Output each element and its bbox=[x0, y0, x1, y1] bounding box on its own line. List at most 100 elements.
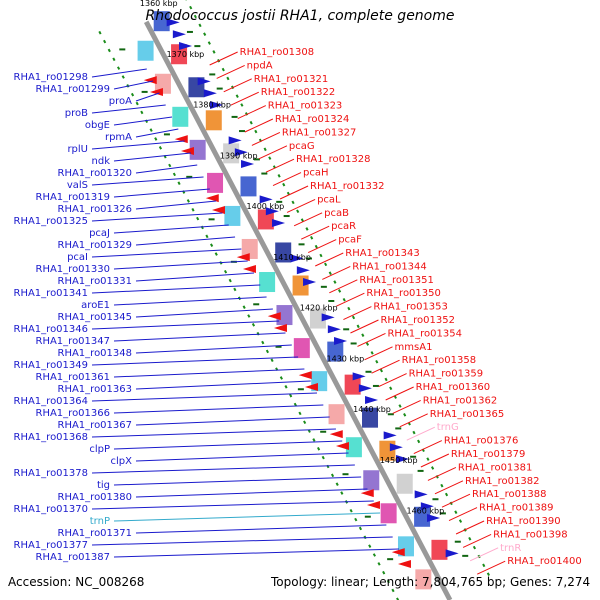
right-label-leader bbox=[272, 172, 302, 187]
left-gene-label: RHA1_ro01298 bbox=[14, 72, 89, 83]
gene-block bbox=[292, 275, 309, 296]
right-label-leader bbox=[371, 359, 400, 374]
reverse-gene-arrow bbox=[242, 264, 256, 273]
left-label-leader bbox=[135, 272, 254, 282]
left-label-leader bbox=[113, 152, 191, 162]
backbone-line bbox=[143, 20, 453, 600]
forward-gene-arrow bbox=[396, 455, 410, 464]
left-gene-label: RHA1_ro01320 bbox=[58, 168, 133, 179]
left-label-leader bbox=[135, 92, 160, 102]
right-label-leader bbox=[308, 239, 337, 254]
kbp-tick-label: 1370 kbp bbox=[167, 50, 205, 59]
forward-gene-arrow bbox=[358, 384, 372, 393]
left-label-leader bbox=[91, 320, 280, 330]
right-label-leader bbox=[286, 198, 316, 213]
right-label-leader bbox=[441, 493, 471, 508]
gene-block bbox=[257, 209, 274, 230]
left-gene-label: RHA1_ro01345 bbox=[58, 312, 133, 323]
right-gene-label: RHA1_ro01390 bbox=[486, 516, 561, 527]
reverse-gene-arrow bbox=[149, 87, 163, 96]
right-gene-label: RHA1_ro01382 bbox=[465, 476, 540, 487]
left-label-leader bbox=[113, 404, 324, 414]
right-label-leader bbox=[223, 78, 252, 93]
gc-dotted-line-left bbox=[185, 0, 492, 580]
left-gene-label: obgE bbox=[85, 120, 110, 131]
gene-block bbox=[172, 106, 189, 127]
gene-block bbox=[224, 205, 241, 226]
right-label-leader bbox=[216, 64, 245, 79]
forward-gene-arrow bbox=[352, 372, 366, 381]
left-gene-label: clpX bbox=[111, 456, 133, 467]
left-gene-label: rpmA bbox=[105, 132, 132, 143]
gc-skew-track bbox=[119, 30, 469, 561]
gene-features bbox=[137, 11, 459, 590]
forward-gene-arrow bbox=[166, 18, 180, 27]
left-label-leader bbox=[113, 296, 267, 306]
left-gene-label: RHA1_ro01370 bbox=[14, 504, 89, 515]
left-label-leader bbox=[135, 164, 198, 174]
reverse-gene-arrow bbox=[335, 441, 349, 450]
reverse-gene-arrow bbox=[366, 500, 380, 509]
right-gene-label: pcaR bbox=[331, 221, 356, 232]
right-gene-label: RHA1_ro01353 bbox=[373, 302, 448, 313]
left-gene-label: RHA1_ro01349 bbox=[14, 360, 89, 371]
gc-dotted-line-right bbox=[98, 30, 400, 600]
right-label-leader bbox=[427, 466, 457, 481]
kbp-tick-label: 1400 kbp bbox=[247, 202, 285, 211]
left-gene-label: RHA1_ro01346 bbox=[14, 324, 89, 335]
forward-gene-arrow bbox=[420, 502, 434, 511]
left-label-leader bbox=[113, 224, 229, 234]
forward-gene-arrow bbox=[290, 254, 304, 263]
right-label-leader bbox=[329, 279, 358, 294]
forward-gene-arrow bbox=[383, 431, 397, 440]
right-label-leader bbox=[434, 480, 464, 495]
left-gene-label: RHA1_ro01347 bbox=[36, 336, 111, 347]
gene-block bbox=[363, 470, 380, 491]
kbp-tick-label: 1450 kbp bbox=[380, 456, 418, 465]
gene-block bbox=[415, 569, 432, 590]
gene-block bbox=[414, 506, 431, 527]
left-label-leader bbox=[135, 344, 292, 354]
left-label-leader bbox=[113, 440, 343, 450]
right-gene-label: RHA1_ro01332 bbox=[310, 181, 385, 192]
right-label-leader bbox=[476, 560, 506, 575]
reverse-gene-arrow bbox=[360, 489, 374, 498]
left-label-leader bbox=[91, 392, 318, 402]
forward-gene-arrow bbox=[234, 148, 248, 157]
left-gene-label: RHA1_ro01326 bbox=[58, 204, 133, 215]
left-label-leader bbox=[135, 200, 217, 210]
left-gene-label: proB bbox=[65, 108, 88, 119]
right-label-leader bbox=[315, 252, 344, 267]
genome-backbone bbox=[98, 0, 492, 600]
left-label-leader bbox=[135, 380, 311, 390]
right-gene-label: RHA1_ro01324 bbox=[275, 114, 350, 125]
right-label-leader bbox=[322, 265, 351, 280]
left-gene-label: proA bbox=[109, 96, 132, 107]
forward-gene-arrow bbox=[445, 549, 459, 558]
right-label-leader bbox=[237, 105, 267, 120]
left-label-leader bbox=[91, 212, 223, 222]
left-gene-label: RHA1_ro01299 bbox=[36, 84, 111, 95]
forward-gene-arrow bbox=[414, 490, 428, 499]
right-gene-label: mmsA1 bbox=[395, 342, 433, 353]
right-gene-label: RHA1_ro01344 bbox=[352, 261, 427, 272]
left-gene-label: RHA1_ro01368 bbox=[14, 432, 89, 443]
right-gene-label: RHA1_ro01328 bbox=[296, 154, 371, 165]
reverse-gene-arrow bbox=[329, 430, 343, 439]
right-gene-label: pcaG bbox=[289, 141, 315, 152]
left-label-leader bbox=[91, 176, 204, 186]
gene-block bbox=[171, 44, 188, 65]
forward-gene-arrow bbox=[203, 89, 217, 98]
right-label-leader bbox=[455, 520, 485, 535]
gene-block bbox=[240, 176, 257, 197]
left-gene-label: RHA1_ro01387 bbox=[36, 552, 111, 563]
kbp-tick-label: 1380 kbp bbox=[193, 101, 231, 110]
right-gene-label: RHA1_ro01327 bbox=[282, 127, 357, 138]
left-gene-label: valS bbox=[67, 180, 88, 191]
gene-block bbox=[380, 503, 397, 524]
right-gene-label: RHA1_ro01376 bbox=[444, 436, 519, 447]
gene-block bbox=[207, 172, 224, 193]
forward-gene-arrow bbox=[172, 30, 186, 39]
gene-block bbox=[345, 437, 362, 458]
